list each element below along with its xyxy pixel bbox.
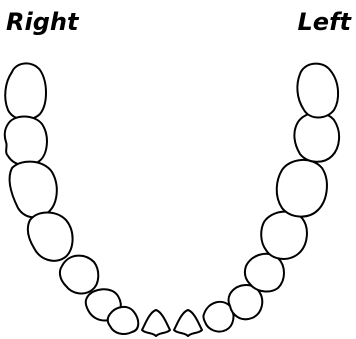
tooth-left-first-premolar[interactable] [245, 254, 284, 292]
tooth-left-second-molar[interactable] [294, 113, 339, 162]
teeth-group [5, 63, 339, 336]
tooth-right-second-molar[interactable] [5, 117, 47, 166]
tooth-left-first-molar[interactable] [277, 160, 327, 217]
tooth-right-central-incisor[interactable] [142, 310, 170, 336]
tooth-right-lateral-incisor[interactable] [108, 307, 139, 334]
tooth-right-first-molar[interactable] [10, 162, 57, 218]
tooth-right-first-premolar[interactable] [60, 256, 98, 294]
tooth-left-central-incisor[interactable] [174, 310, 202, 336]
tooth-left-second-premolar[interactable] [261, 212, 307, 259]
tooth-left-lateral-incisor[interactable] [203, 302, 233, 332]
tooth-right-third-molar[interactable] [5, 63, 46, 119]
tooth-left-third-molar[interactable] [297, 64, 338, 118]
tooth-right-second-premolar[interactable] [28, 213, 73, 261]
